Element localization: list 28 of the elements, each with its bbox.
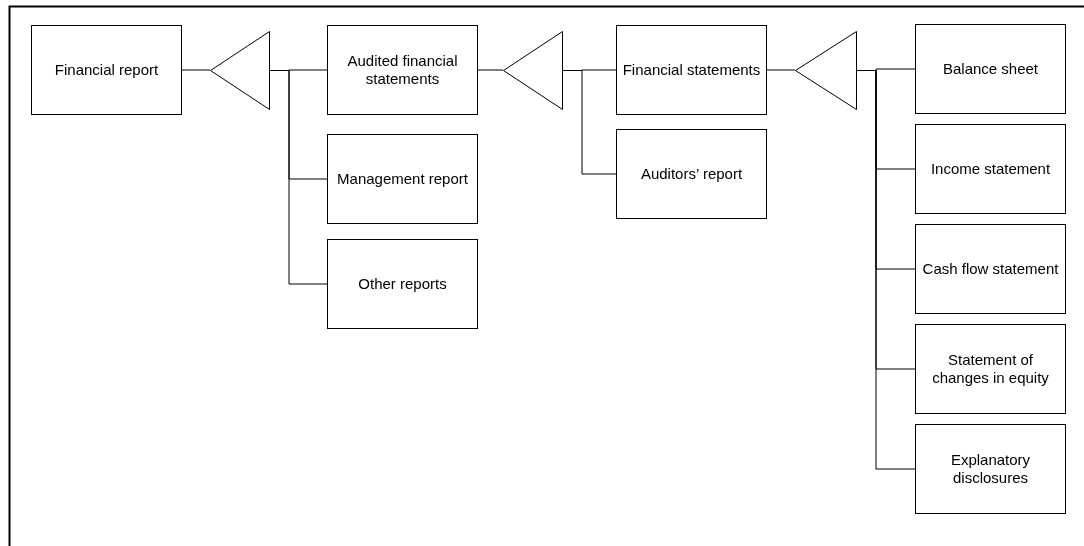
- triangle-symbol: [503, 31, 563, 110]
- box-label: Other reports: [357, 275, 448, 293]
- box-label: Balance sheet: [941, 60, 1040, 78]
- box-label: Audited financial statements: [346, 52, 459, 88]
- report-box: [327, 25, 478, 115]
- triangle-symbol: [210, 31, 270, 110]
- connector-line: [766, 69, 796, 71]
- report-box: [616, 25, 767, 115]
- connector-line: [181, 69, 211, 71]
- box-label: Statement of changes in equity: [931, 351, 1050, 387]
- report-box: [915, 124, 1066, 214]
- report-box: [915, 324, 1066, 414]
- box-label: Explanatory disclosures: [949, 451, 1032, 487]
- box-label: Management report: [336, 170, 469, 188]
- report-box: [915, 24, 1066, 114]
- box-label: Financial statements: [621, 61, 762, 79]
- report-box: [616, 129, 767, 219]
- report-box: [31, 25, 182, 115]
- box-label: Cash flow statement: [921, 260, 1060, 278]
- box-label: Auditors’ report: [639, 165, 744, 183]
- box-label: Financial report: [53, 61, 160, 79]
- box-label: Income statement: [929, 160, 1052, 178]
- report-box: [327, 239, 478, 329]
- report-box: [915, 224, 1066, 314]
- triangle-symbol: [795, 31, 857, 110]
- report-box: [915, 424, 1066, 514]
- report-box: [327, 134, 478, 224]
- connector-line: [477, 69, 504, 71]
